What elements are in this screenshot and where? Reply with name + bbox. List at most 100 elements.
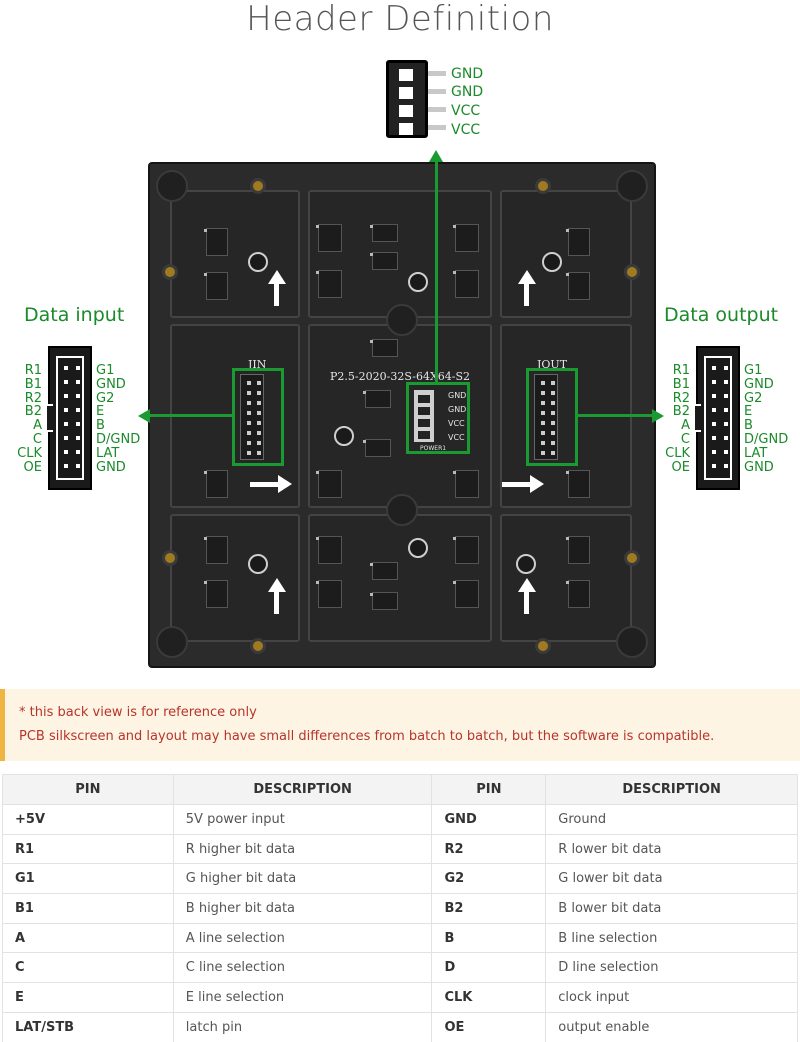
pin-label: R1 <box>24 363 42 378</box>
driver-chip <box>453 224 479 252</box>
header-pin <box>712 394 716 398</box>
header-pin <box>551 391 555 395</box>
pin-label: CLK <box>17 445 42 461</box>
power-lead <box>428 107 446 112</box>
capacitor <box>248 554 268 574</box>
driver-chip <box>370 224 398 242</box>
data-output-left-labels: R1 B1 R2 B2 A C CLK OE <box>654 364 690 474</box>
driver-chip <box>316 536 342 564</box>
driver-chip <box>204 470 228 498</box>
header-pin <box>76 394 80 398</box>
header-pin <box>712 464 716 468</box>
power-block <box>414 390 434 442</box>
pin-label: D/GND <box>96 431 141 447</box>
arrow-right-icon <box>652 409 664 423</box>
header-pin <box>541 411 545 415</box>
pin-label: B2 <box>24 404 42 420</box>
driver-chip <box>453 536 479 564</box>
header-pin <box>257 401 261 405</box>
description-cell: G lower bit data <box>545 863 798 895</box>
notice-line-2: PCB silkscreen and layout may have small… <box>19 729 715 744</box>
driver-chip <box>316 270 342 298</box>
header-pin <box>541 431 545 435</box>
mounting-hole <box>535 638 551 654</box>
pin-cell: D <box>431 952 547 984</box>
power-block-pin <box>418 407 430 415</box>
board-panel <box>308 514 492 642</box>
pin-cell: R1 <box>2 833 174 865</box>
arrow-up-icon <box>518 578 536 592</box>
jin-header <box>240 374 264 460</box>
pin-label: G1 <box>96 363 115 378</box>
pin-label: OE <box>23 459 42 475</box>
pin-label: B <box>96 418 105 434</box>
jin-highlight <box>232 368 284 466</box>
pin-label: GND <box>96 459 126 475</box>
header-pin <box>247 451 251 455</box>
pin-label: LAT <box>744 445 768 461</box>
power-pin <box>399 123 413 135</box>
power-highlight <box>406 382 470 454</box>
header-pin <box>724 408 728 412</box>
center-boss <box>386 304 418 336</box>
led-matrix-board: P2.5-2020-32S-64X64-S2 JIN JOUT GND GND … <box>148 162 656 668</box>
header-pin <box>712 366 716 370</box>
scan-direction-arrow <box>524 592 529 614</box>
mounting-hole <box>535 178 551 194</box>
header-pin <box>551 451 555 455</box>
header-pin <box>64 366 68 370</box>
description-cell: D line selection <box>545 952 798 984</box>
pin-label: E <box>96 404 105 420</box>
data-input-left-labels: R1 B1 R2 B2 A C CLK OE <box>6 364 42 474</box>
header-pin <box>541 441 545 445</box>
power-lead <box>428 89 446 94</box>
pin-cell: GND <box>431 804 547 835</box>
header-pin <box>724 394 728 398</box>
power-silk-label: VCC <box>448 419 465 428</box>
description-cell: A line selection <box>172 922 433 954</box>
header-pin <box>257 411 261 415</box>
table-row: G1 G higher bit data G2 G lower bit data <box>2 863 798 895</box>
pin-cell: A <box>2 922 174 954</box>
capacitor <box>408 538 428 558</box>
capacitor <box>542 252 562 272</box>
header-pin <box>76 436 80 440</box>
pin-cell: B2 <box>431 893 547 924</box>
column-header: PIN <box>431 774 547 805</box>
header-pin <box>247 421 251 425</box>
header-pin <box>76 450 80 454</box>
pin-cell: B <box>431 922 547 954</box>
power-label: VCC <box>451 103 481 119</box>
driver-chip <box>316 470 342 498</box>
pin-label: R2 <box>24 390 42 406</box>
power-silk-label: GND <box>448 391 467 400</box>
pin-label: G2 <box>96 390 115 406</box>
description-cell: clock input <box>545 982 798 1013</box>
table-row: LAT/STB latch pin OE output enable <box>2 1011 798 1042</box>
header-pin <box>541 381 545 385</box>
data-output-right-labels: G1 GND G2 E B D/GND LAT GND <box>744 364 788 474</box>
header-pin <box>76 408 80 412</box>
description-cell: output enable <box>545 1011 798 1042</box>
description-cell: B lower bit data <box>545 893 798 924</box>
power-block-pin <box>418 395 430 403</box>
header-pin <box>76 380 80 384</box>
power-label: GND <box>451 66 484 82</box>
driver-chip <box>204 536 228 564</box>
table-row: R1 R higher bit data R2 R lower bit data <box>2 833 798 865</box>
header-pin <box>712 380 716 384</box>
pin-label: G2 <box>744 390 763 406</box>
scan-direction-arrow <box>524 284 529 306</box>
driver-chip <box>363 439 391 457</box>
table-row: +5V 5V power input GND Ground <box>2 804 798 835</box>
pin-label: B2 <box>672 404 690 420</box>
pin-description-table: PIN DESCRIPTION PIN DESCRIPTION +5V 5V p… <box>2 774 798 1042</box>
power-connector-body <box>386 60 428 138</box>
arrow-left-icon <box>138 409 150 423</box>
pin-label: A <box>33 418 42 434</box>
header-pin <box>64 436 68 440</box>
header-pin <box>257 421 261 425</box>
pin-label: GND <box>96 376 126 392</box>
pin-label: GND <box>744 459 774 475</box>
driver-chip <box>370 339 398 357</box>
